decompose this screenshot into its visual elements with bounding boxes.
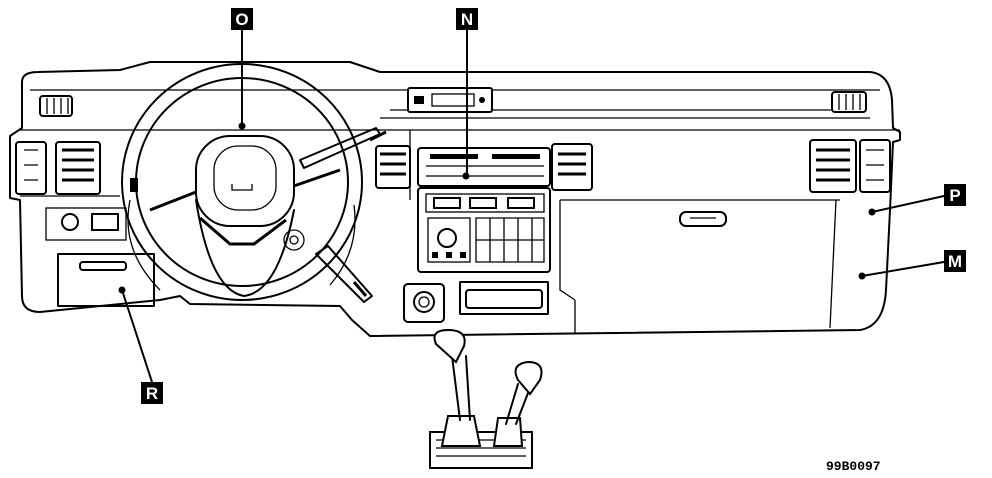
callout-m-label: M xyxy=(948,252,962,271)
callout-n: N xyxy=(456,8,478,30)
callout-n-label: N xyxy=(461,10,473,29)
right-upper-vent xyxy=(831,91,867,113)
turn-signal-stalk xyxy=(299,127,387,169)
clock-display xyxy=(407,87,493,113)
lower-console xyxy=(403,281,549,323)
lower-left-storage-box xyxy=(57,253,155,307)
figure-code: 99B0097 xyxy=(826,459,881,474)
heater-control-panel xyxy=(417,187,551,273)
leader-lines xyxy=(121,29,945,383)
wiper-stalk xyxy=(315,245,373,303)
callout-p: P xyxy=(944,184,966,206)
callout-r: R xyxy=(141,382,163,404)
left-side-vent xyxy=(15,141,101,195)
center-vents xyxy=(375,143,593,191)
callout-r-label: R xyxy=(146,384,158,403)
leader-dots xyxy=(858,208,876,280)
shift-levers xyxy=(429,328,543,469)
lower-left-switch-panel xyxy=(45,178,138,241)
left-upper-vent xyxy=(39,95,73,117)
center-audio-panel xyxy=(417,147,551,187)
callout-o: O xyxy=(231,8,253,30)
callout-o-label: O xyxy=(235,10,248,29)
callout-p-label: P xyxy=(949,186,960,205)
callout-m: M xyxy=(944,250,966,272)
glove-box xyxy=(679,211,727,227)
right-side-vent xyxy=(809,139,891,193)
